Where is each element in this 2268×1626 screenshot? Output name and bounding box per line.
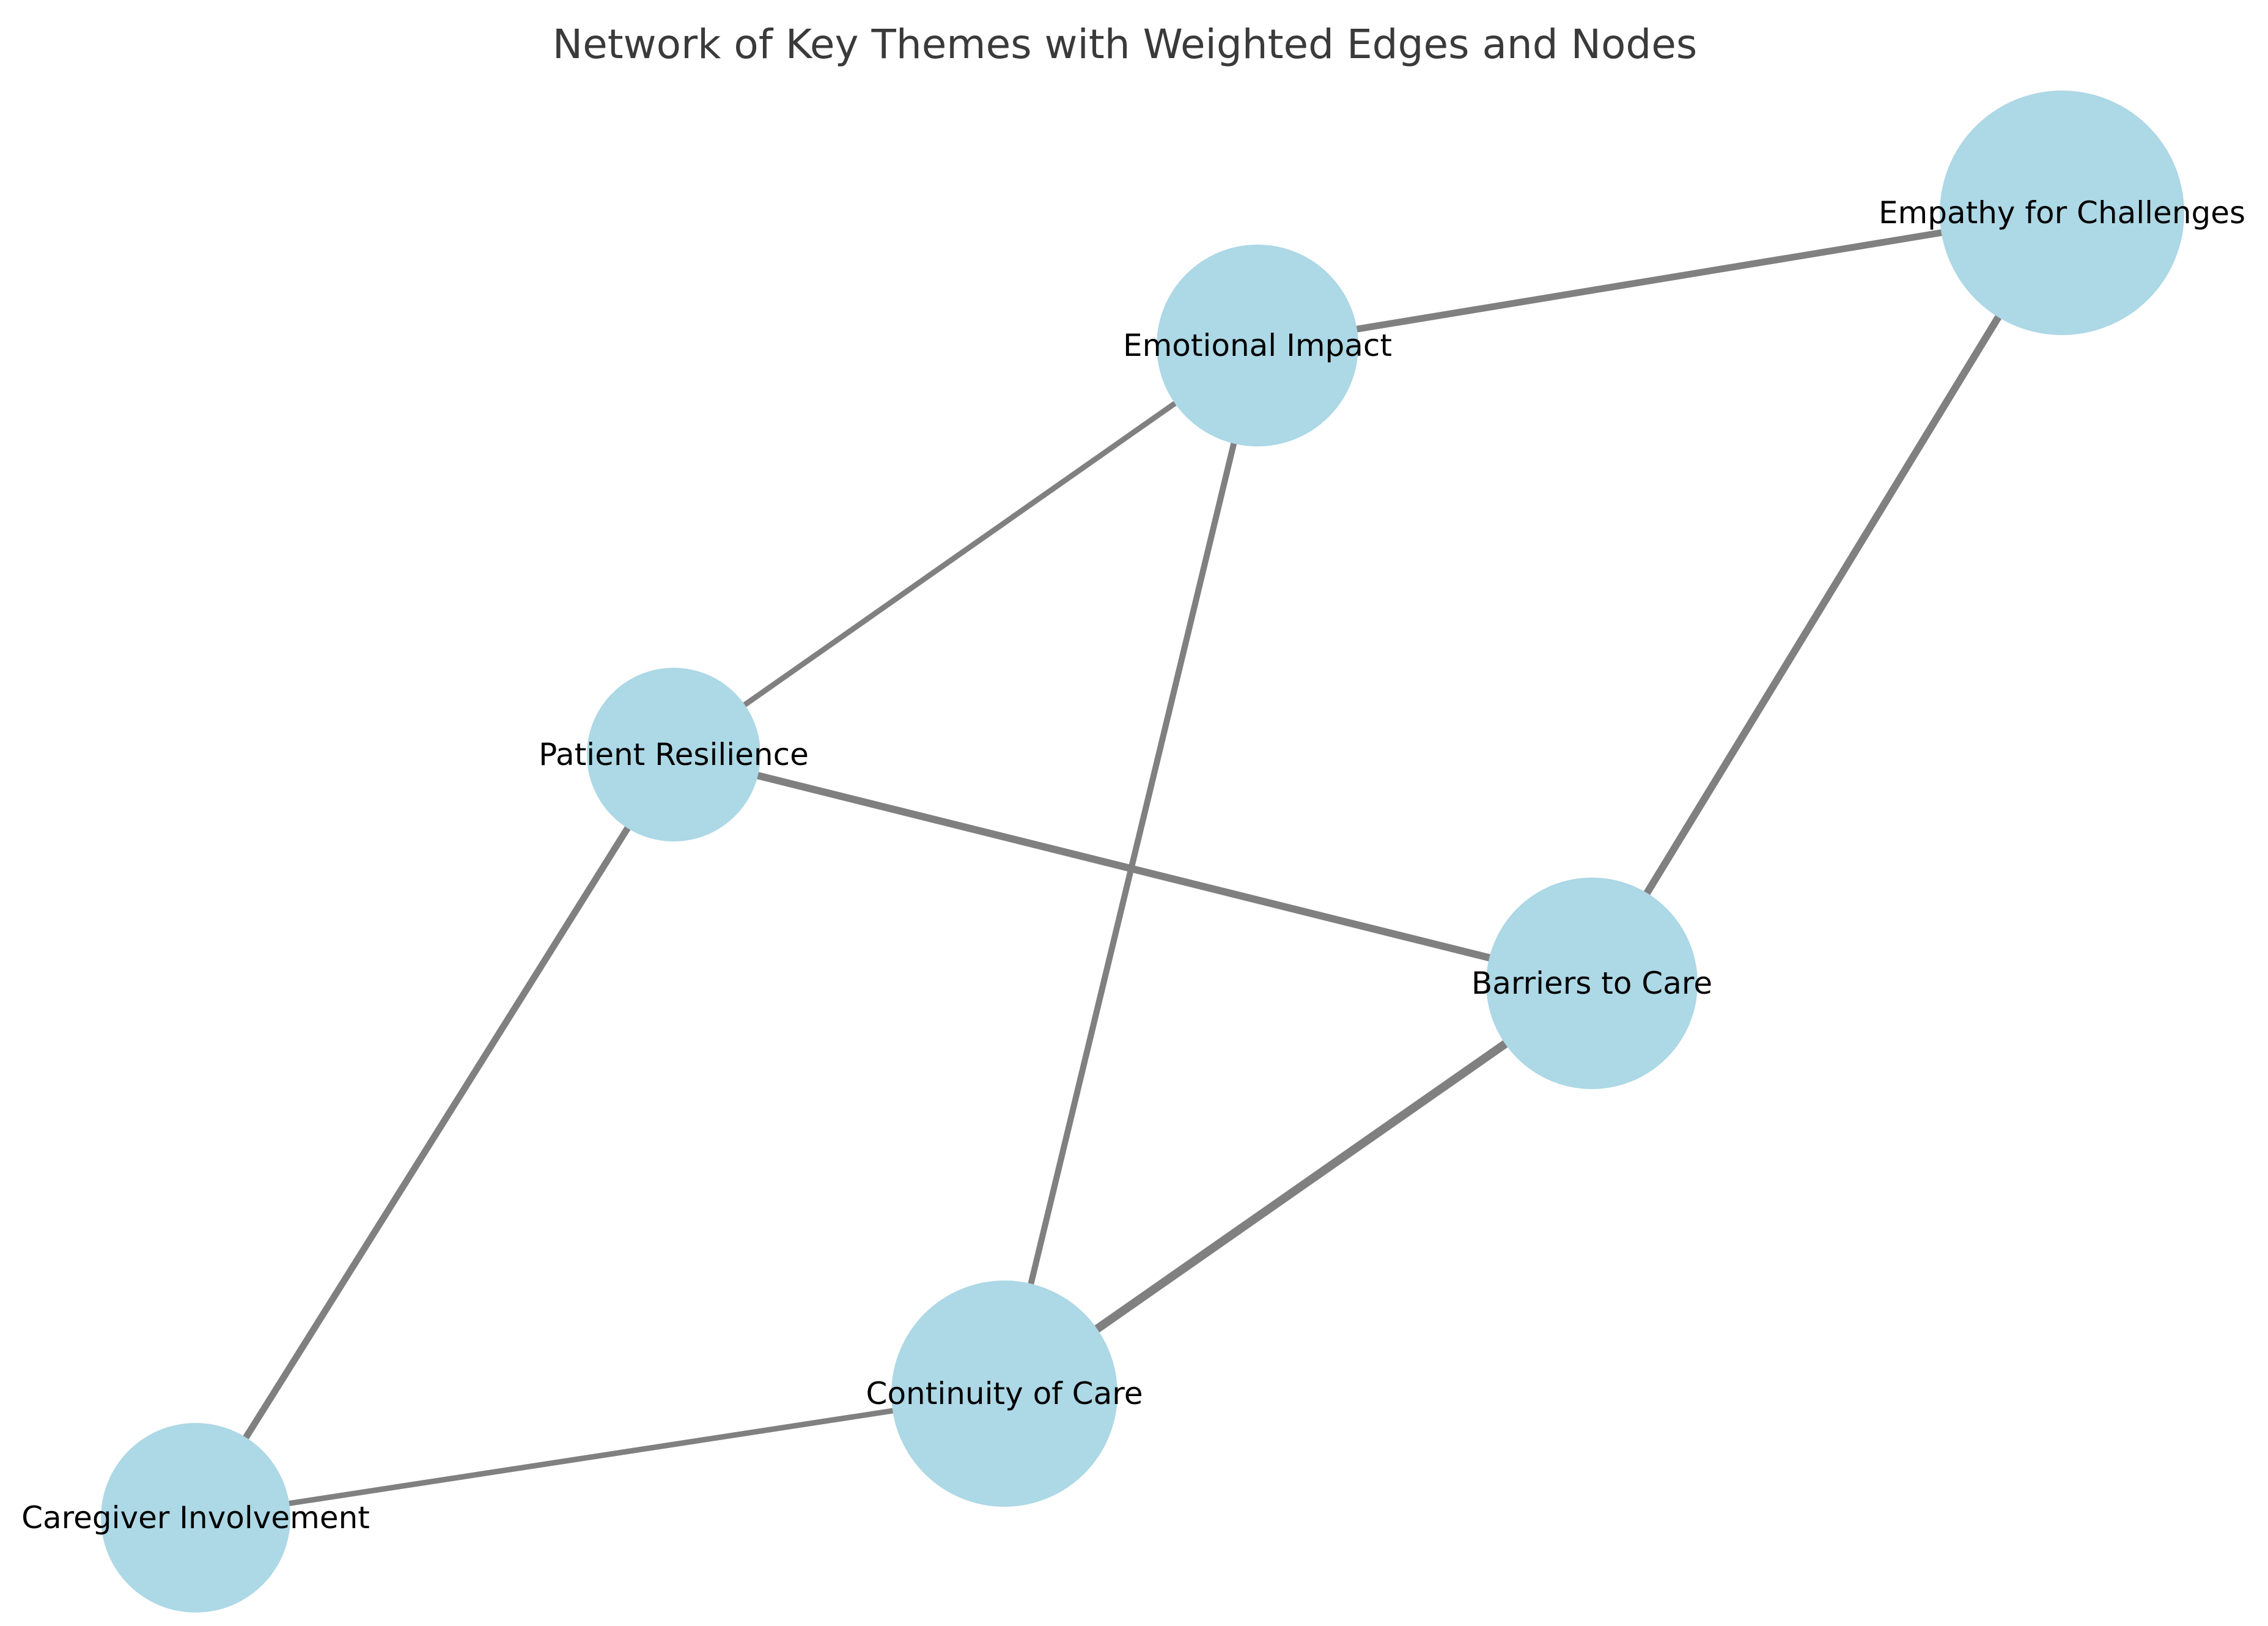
node-label-continuity: Continuity of Care: [866, 1376, 1143, 1411]
node-label-emotional: Emotional Impact: [1123, 328, 1392, 363]
node-empathy: Empathy for Challenges: [1879, 91, 2245, 335]
edge-resilience-barriers: [672, 751, 1593, 987]
node-barriers: Barriers to Care: [1471, 878, 1712, 1089]
node-label-caregiver: Caregiver Involvement: [21, 1500, 370, 1535]
node-continuity: Continuity of Care: [866, 1280, 1143, 1507]
edge-continuity-caregiver: [195, 1391, 1005, 1521]
node-label-empathy: Empathy for Challenges: [1879, 195, 2245, 231]
node-label-resilience: Patient Resilience: [539, 737, 809, 772]
node-label-barriers: Barriers to Care: [1471, 966, 1712, 1001]
diagram-title: Network of Key Themes with Weighted Edge…: [553, 21, 1697, 68]
node-emotional: Emotional Impact: [1123, 245, 1392, 446]
node-circle-resilience: [587, 668, 760, 841]
node-circle-empathy: [1940, 91, 2184, 335]
edge-resilience-caregiver: [193, 753, 677, 1520]
edge-emotional-resilience: [672, 343, 1259, 757]
node-caregiver: Caregiver Involvement: [21, 1423, 370, 1613]
node-circle-continuity: [891, 1280, 1117, 1507]
edge-barriers-continuity: [1001, 980, 1595, 1397]
edge-empathy-barriers: [1588, 210, 2066, 986]
edge-emotional-empathy: [1257, 209, 2063, 349]
edges-layer: [193, 209, 2066, 1521]
node-resilience: Patient Resilience: [539, 668, 809, 841]
node-circle-emotional: [1157, 245, 1358, 446]
node-circle-caregiver: [101, 1423, 290, 1613]
node-circle-barriers: [1486, 878, 1698, 1089]
